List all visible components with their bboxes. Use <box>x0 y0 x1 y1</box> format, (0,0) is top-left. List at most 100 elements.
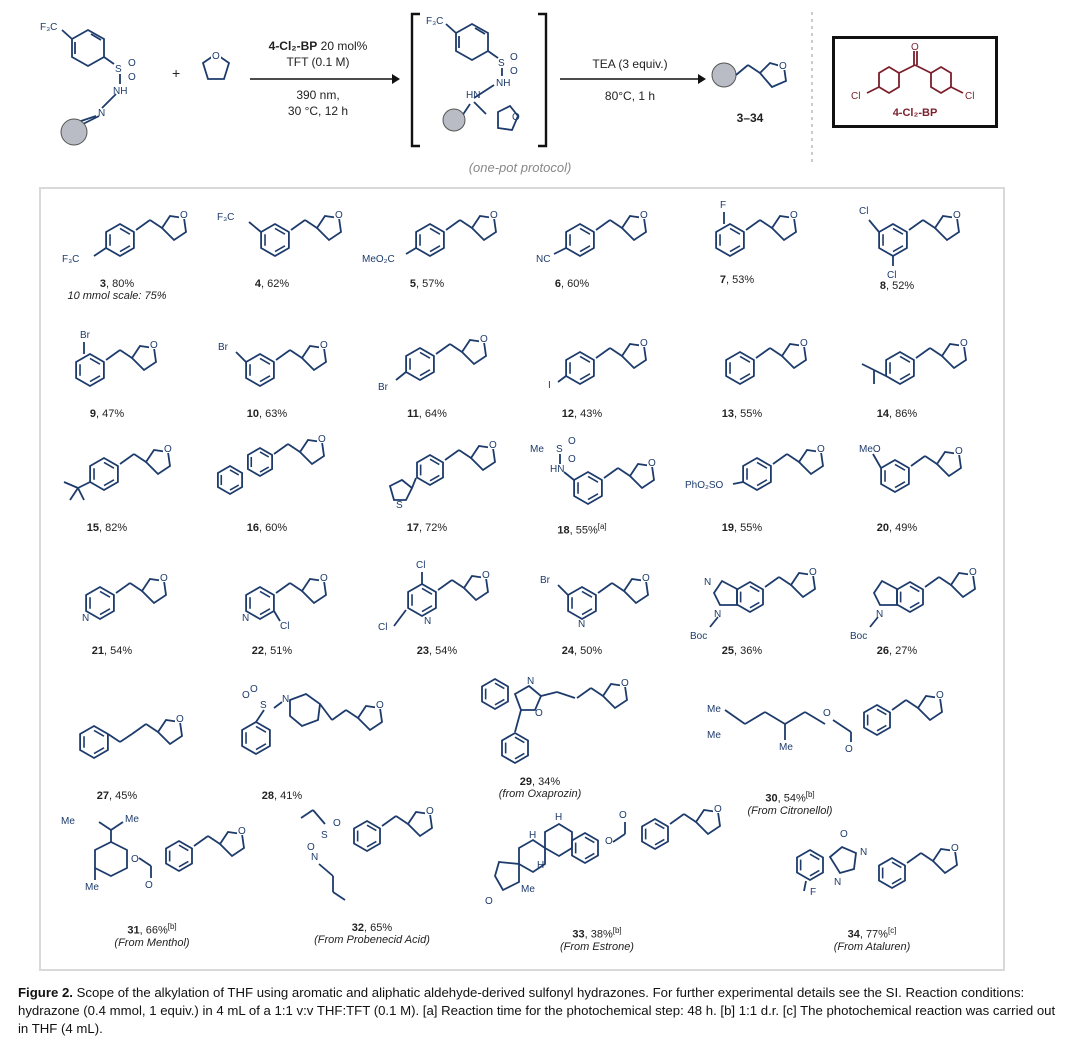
compound-number: 21 <box>91 645 105 657</box>
compound-27-structure: O <box>79 713 185 760</box>
svg-text:Br: Br <box>80 330 91 341</box>
oxygen-label-2: O <box>128 72 136 83</box>
svg-text:H: H <box>537 860 544 871</box>
product-structure: O <box>711 60 788 89</box>
compound-29-structure: N O O <box>481 676 630 765</box>
svg-text:N: N <box>860 847 867 858</box>
oxygen-label: O <box>128 58 136 69</box>
reaction-arrow-1 <box>250 74 400 84</box>
svg-text:O: O <box>512 112 520 123</box>
svg-text:Cl: Cl <box>416 560 425 571</box>
svg-text:O: O <box>131 854 139 865</box>
svg-text:O: O <box>426 806 434 817</box>
svg-text:O: O <box>535 708 543 719</box>
reaction-scheme: F₃C S O O NH N + O 4-Cl₂-BP 20 mol% TFT … <box>0 0 1080 185</box>
compound-yield: , 36% <box>734 645 763 657</box>
compound-yield: , 65% <box>364 922 393 934</box>
svg-text:N: N <box>311 852 318 863</box>
compound-number: 12 <box>561 408 575 420</box>
svg-text:O: O <box>953 210 961 221</box>
compound-17-label: 17, 72% <box>337 522 517 534</box>
svg-text:O: O <box>318 434 326 445</box>
svg-text:S: S <box>260 700 267 711</box>
compound-3-label: 3, 80%10 mmol scale: 75% <box>27 278 207 302</box>
svg-text:O: O <box>164 444 172 455</box>
svg-text:Me: Me <box>521 884 535 895</box>
svg-text:O: O <box>238 826 246 837</box>
svg-text:Cl: Cl <box>887 270 896 281</box>
svg-text:O: O <box>605 836 613 847</box>
svg-text:N: N <box>876 609 883 620</box>
svg-text:F₃C: F₃C <box>217 212 234 223</box>
compound-yield: , 72% <box>419 522 448 534</box>
compound-number: 25 <box>721 645 735 657</box>
scheme-divider <box>811 12 813 162</box>
svg-text:O: O <box>212 51 220 62</box>
compound-6-label: 6, 60% <box>482 278 662 290</box>
compound-25-label: 25, 36% <box>652 645 832 657</box>
compound-number: 33 <box>572 928 585 941</box>
compound-source: (From Menthol) <box>114 936 190 949</box>
svg-text:O: O <box>480 334 488 345</box>
catalyst-label: 4-Cl₂-BP <box>892 107 938 119</box>
svg-text:O: O <box>809 567 817 578</box>
svg-text:Br: Br <box>540 575 551 586</box>
n-label: N <box>98 108 105 119</box>
compound-footnote: [c] <box>887 926 897 935</box>
compound-5-label: 5, 57% <box>337 278 517 290</box>
svg-text:N: N <box>527 676 534 687</box>
compound-yield: , 52% <box>885 280 915 292</box>
compound-number: 11 <box>407 408 419 420</box>
figure-caption: Figure 2. Scope of the alkylation of THF… <box>18 984 1068 1038</box>
compound-yield: , 77% <box>859 928 888 941</box>
compound-8-label: 8, 52% <box>807 280 987 292</box>
compound-yield: , 66% <box>139 924 168 937</box>
sulfur-label: S <box>115 64 122 75</box>
svg-text:O: O <box>376 700 384 711</box>
svg-text:O: O <box>951 843 959 854</box>
compound-yield: , 54% <box>104 645 133 657</box>
svg-text:Cl: Cl <box>280 621 289 632</box>
svg-text:I: I <box>548 380 551 391</box>
temperature-time-text: 30 °C, 12 h <box>287 104 349 118</box>
svg-text:N: N <box>424 616 431 627</box>
solvent-text: TFT (0.1 M) <box>286 55 350 69</box>
svg-text:Boc: Boc <box>690 631 707 642</box>
compound-number: 16 <box>246 522 260 534</box>
compound-footnote: [b] <box>805 790 815 799</box>
svg-text:O: O <box>490 210 498 221</box>
svg-text:O: O <box>790 210 798 221</box>
compound-yield: , 47% <box>95 408 125 420</box>
compound-31-label: 31, 66%[b](From Menthol) <box>62 922 242 949</box>
svg-text:O: O <box>642 573 650 584</box>
svg-text:F₃C: F₃C <box>62 254 79 265</box>
svg-text:O: O <box>621 678 629 689</box>
compound-4-label: 4, 62% <box>182 278 362 290</box>
svg-text:S: S <box>556 444 563 455</box>
compound-number: 4 <box>254 278 261 290</box>
svg-text:N: N <box>282 694 289 705</box>
svg-text:O: O <box>489 440 497 451</box>
svg-text:O: O <box>482 570 490 581</box>
compound-source: (From Citronellol) <box>747 804 833 817</box>
compound-24-label: 24, 50% <box>492 645 672 657</box>
compound-20-label: 20, 49% <box>807 522 987 534</box>
svg-text:O: O <box>714 804 722 815</box>
compound-33-label: 33, 38%[b](From Estrone) <box>507 926 687 953</box>
compound-34-label: 34, 77%[c](From Ataluren) <box>782 926 962 953</box>
wavelength-text: 390 nm, <box>296 88 340 102</box>
compound-28-label: 28, 41% <box>192 790 372 802</box>
compound-note: 10 mmol scale: 75% <box>67 290 167 302</box>
compound-13-structure: O <box>725 337 809 386</box>
svg-text:O: O <box>969 567 977 578</box>
svg-text:N: N <box>834 877 841 888</box>
